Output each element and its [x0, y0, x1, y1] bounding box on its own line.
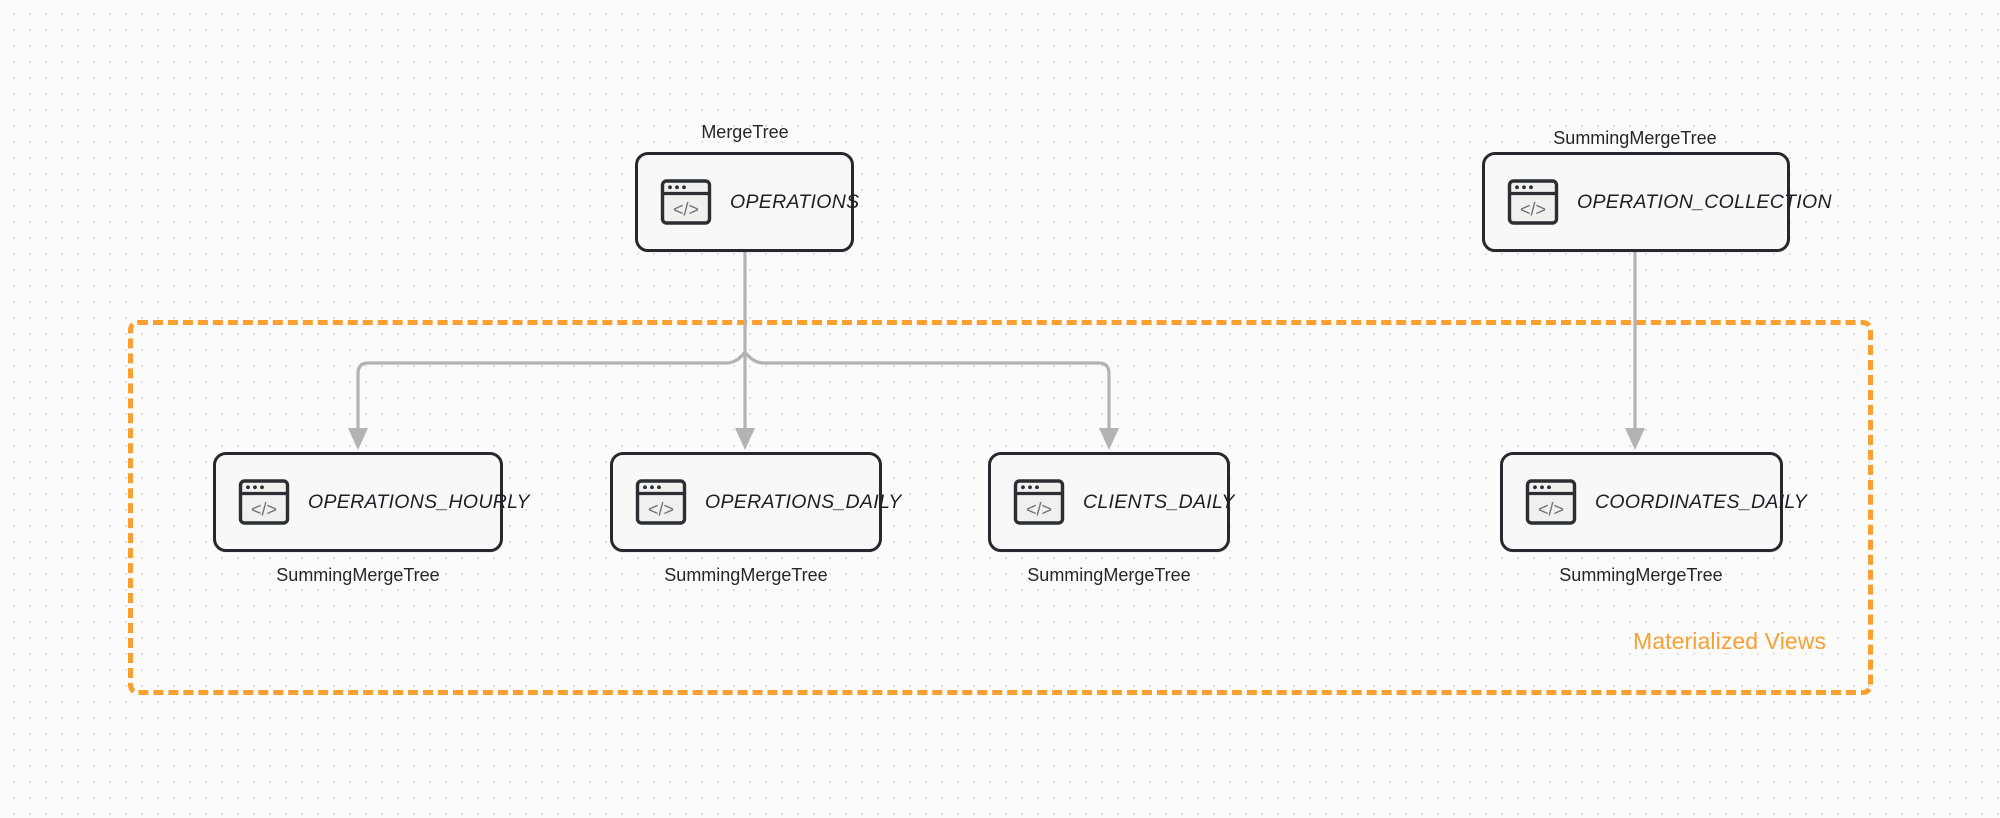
node-label-clients-daily: CLIENTS_DAILY: [1083, 490, 1235, 513]
node-label-operations: OPERATIONS: [730, 190, 860, 213]
node-operations-hourly[interactable]: </> OPERATIONS_HOURLY: [213, 452, 530, 552]
engine-caption-operations-daily: SummingMergeTree: [664, 565, 828, 585]
engine-caption-coordinates-daily: SummingMergeTree: [1559, 565, 1723, 585]
svg-text:</>: </>: [1520, 200, 1546, 220]
node-clients-daily[interactable]: </> CLIENTS_DAILY: [988, 452, 1234, 552]
engine-caption-clients-daily: SummingMergeTree: [1027, 565, 1191, 585]
code-window-icon: </>: [1013, 478, 1065, 526]
code-window-icon: </>: [1507, 178, 1559, 226]
node-operations[interactable]: </> OPERATIONS: [635, 152, 859, 252]
code-window-icon: </>: [238, 478, 290, 526]
node-operation-collection[interactable]: </> OPERATION_COLLECTION: [1482, 152, 1832, 252]
materialized-views-group: [128, 320, 1873, 695]
svg-text:</>: </>: [1538, 500, 1564, 520]
svg-text:</>: </>: [648, 500, 674, 520]
svg-text:</>: </>: [251, 500, 277, 520]
node-label-operation-collection: OPERATION_COLLECTION: [1577, 190, 1832, 213]
svg-text:</>: </>: [673, 200, 699, 220]
node-label-operations-hourly: OPERATIONS_HOURLY: [308, 490, 530, 513]
engine-caption-operation-collection: SummingMergeTree: [1553, 128, 1717, 148]
node-label-coordinates-daily: COORDINATES_DAILY: [1595, 490, 1808, 513]
materialized-views-group-label: Materialized Views: [1633, 628, 1827, 654]
engine-caption-operations: MergeTree: [701, 122, 789, 142]
engine-caption-operations-hourly: SummingMergeTree: [276, 565, 440, 585]
node-label-operations-daily: OPERATIONS_DAILY: [705, 490, 902, 513]
node-coordinates-daily[interactable]: </> COORDINATES_DAILY: [1500, 452, 1807, 552]
code-window-icon: </>: [660, 178, 712, 226]
svg-text:</>: </>: [1026, 500, 1052, 520]
code-window-icon: </>: [1525, 478, 1577, 526]
node-operations-daily[interactable]: </> OPERATIONS_DAILY: [610, 452, 901, 552]
code-window-icon: </>: [635, 478, 687, 526]
